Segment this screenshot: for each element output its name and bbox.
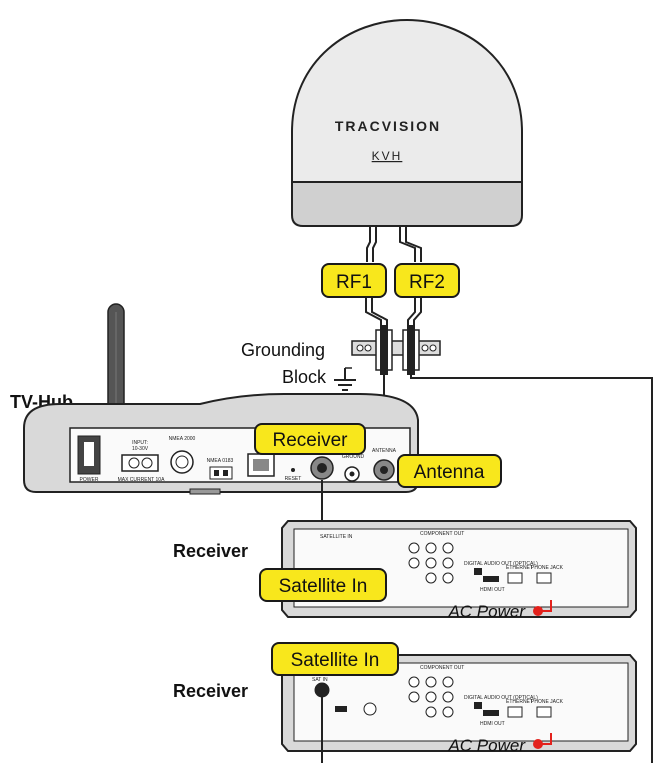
svg-text:DIGITAL AUDIO OUT (OPTICAL): DIGITAL AUDIO OUT (OPTICAL) bbox=[464, 695, 538, 701]
svg-text:ANTENNA: ANTENNA bbox=[372, 448, 397, 454]
svg-text:NMEA 2000: NMEA 2000 bbox=[169, 436, 196, 442]
svg-text:PHONE JACK: PHONE JACK bbox=[531, 565, 564, 571]
svg-text:RF1: RF1 bbox=[336, 272, 372, 293]
svg-text:COMPONENT OUT: COMPONENT OUT bbox=[420, 665, 464, 671]
svg-text:MAX CURRENT 10A: MAX CURRENT 10A bbox=[118, 477, 166, 483]
receiver2-device: SAT IN COMPONENT OUT DIGITAL AUDIO OUT (… bbox=[281, 654, 637, 752]
svg-text:COMPONENT OUT: COMPONENT OUT bbox=[420, 531, 464, 537]
svg-text:GROUND: GROUND bbox=[342, 454, 365, 460]
svg-text:PHONE JACK: PHONE JACK bbox=[531, 699, 564, 705]
receiver1-title: Receiver bbox=[173, 541, 248, 561]
svg-text:RF2: RF2 bbox=[409, 272, 445, 293]
svg-text:POWER: POWER bbox=[80, 477, 99, 483]
svg-text:Antenna: Antenna bbox=[414, 462, 485, 483]
tracvision-antenna: TRACVISION KVH bbox=[291, 18, 523, 227]
hub-antenna-port-label: Antenna bbox=[397, 454, 502, 488]
svg-text:10-30V: 10-30V bbox=[132, 446, 149, 452]
receiver1-power-plug-icon bbox=[533, 600, 552, 616]
svg-text:HDMI OUT: HDMI OUT bbox=[480, 721, 505, 727]
kvh-logo: KVH bbox=[372, 149, 403, 163]
antenna-cables bbox=[365, 226, 422, 330]
svg-text:SAT IN: SAT IN bbox=[312, 677, 328, 683]
hub-receiver-port-label: Receiver bbox=[254, 423, 366, 455]
receiver2-power-plug-icon bbox=[533, 733, 552, 749]
rf2-label: RF2 bbox=[394, 263, 460, 298]
rf1-label: RF1 bbox=[321, 263, 387, 298]
svg-text:HDMI OUT: HDMI OUT bbox=[480, 587, 505, 593]
receiver2-title: Receiver bbox=[173, 681, 248, 701]
svg-text:Receiver: Receiver bbox=[273, 430, 349, 451]
svg-text:Satellite In: Satellite In bbox=[279, 576, 368, 597]
receiver2-satellite-in-label: Satellite In bbox=[271, 642, 399, 676]
svg-text:ETHERNET: ETHERNET bbox=[506, 565, 533, 571]
grounding-label-line2: Block bbox=[282, 367, 327, 387]
receiver2-ac-power-label: AC Power bbox=[447, 736, 526, 755]
antenna-brand: TRACVISION bbox=[335, 118, 441, 134]
svg-text:SATELLITE IN: SATELLITE IN bbox=[320, 534, 353, 540]
svg-text:ETHERNET: ETHERNET bbox=[506, 699, 533, 705]
svg-text:Satellite In: Satellite In bbox=[291, 650, 380, 671]
receiver1-ac-power-label: AC Power bbox=[447, 602, 526, 621]
svg-text:DIGITAL AUDIO OUT (OPTICAL): DIGITAL AUDIO OUT (OPTICAL) bbox=[464, 561, 538, 567]
svg-text:RESET: RESET bbox=[285, 476, 302, 482]
svg-text:INPUT:: INPUT: bbox=[132, 440, 148, 446]
grounding-block bbox=[351, 325, 441, 375]
ground-symbol-icon bbox=[334, 367, 356, 391]
grounding-label-line1: Grounding bbox=[241, 340, 325, 360]
svg-text:NMEA 0183: NMEA 0183 bbox=[207, 458, 234, 464]
receiver1-satellite-in-label: Satellite In bbox=[259, 568, 387, 602]
